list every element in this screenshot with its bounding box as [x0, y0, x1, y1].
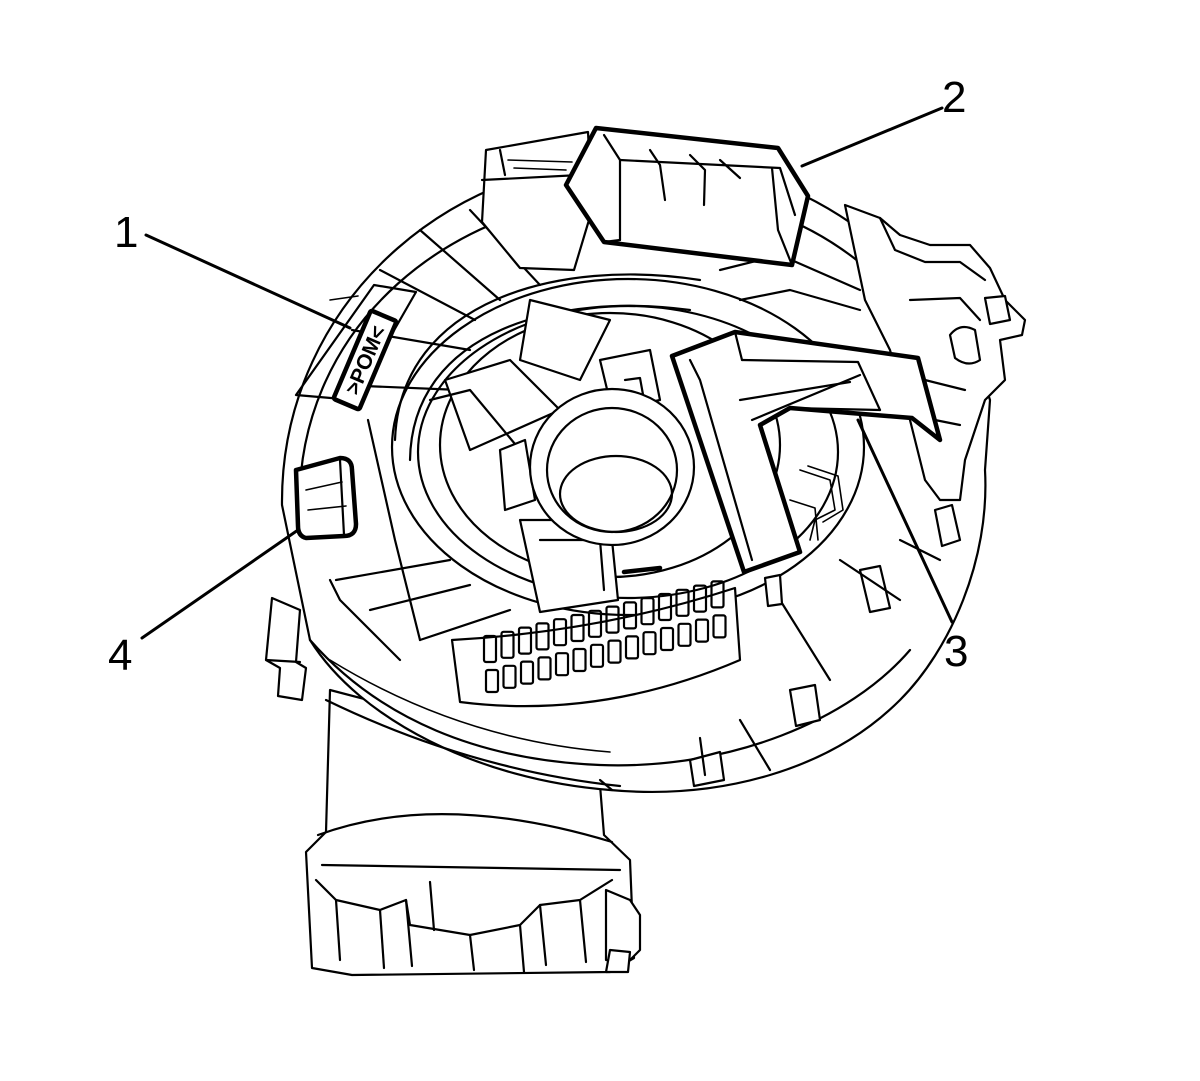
grille-slot [519, 660, 535, 685]
upper-connector [480, 125, 811, 272]
callout-4: 4 [108, 631, 132, 680]
grille-slot [537, 656, 552, 681]
grille-slot [677, 622, 692, 647]
grille-slot [502, 664, 517, 689]
grille-slot [675, 588, 690, 617]
center-hub [528, 387, 696, 547]
grille-slot [570, 613, 585, 643]
grille-slot [640, 597, 655, 626]
grille-slot [694, 618, 710, 643]
grille-slot [642, 631, 657, 656]
grille-slot [657, 592, 673, 622]
grille-slot [692, 584, 708, 613]
locking-lever [669, 329, 943, 575]
right-mounting-brackets [843, 203, 1027, 548]
leader-line-4 [140, 528, 300, 640]
left-mounting-tab [264, 596, 308, 702]
grille-slot [712, 614, 727, 639]
pom-marking-frame [331, 308, 399, 412]
callout-2: 2 [942, 73, 966, 122]
grille-slot [589, 643, 605, 668]
grille-slot [607, 639, 622, 664]
leader-line-2 [800, 106, 944, 168]
grille-slot [622, 601, 638, 630]
leader-lines [140, 106, 954, 640]
grille-slot [482, 634, 498, 664]
grille-slot [500, 630, 515, 659]
grille-slot [572, 647, 587, 673]
grille-slot [605, 605, 620, 634]
grille-slot [517, 626, 533, 655]
grille-slot [624, 635, 640, 660]
callout-labels: 1 2 3 4 [108, 73, 968, 680]
callout-3: 3 [944, 627, 968, 676]
grille-slot [659, 626, 675, 652]
grille-slot [535, 622, 550, 651]
grille-slot [484, 668, 500, 694]
leader-line-1 [144, 233, 352, 330]
leader-line-3 [856, 418, 954, 624]
grille-slot [552, 618, 568, 647]
rotation-indicator-window [293, 455, 359, 541]
grille-slot [554, 652, 570, 677]
grille-slot [587, 609, 603, 638]
vent-grille [450, 580, 742, 708]
grille-slot [710, 580, 725, 609]
callout-1: 1 [114, 208, 138, 257]
